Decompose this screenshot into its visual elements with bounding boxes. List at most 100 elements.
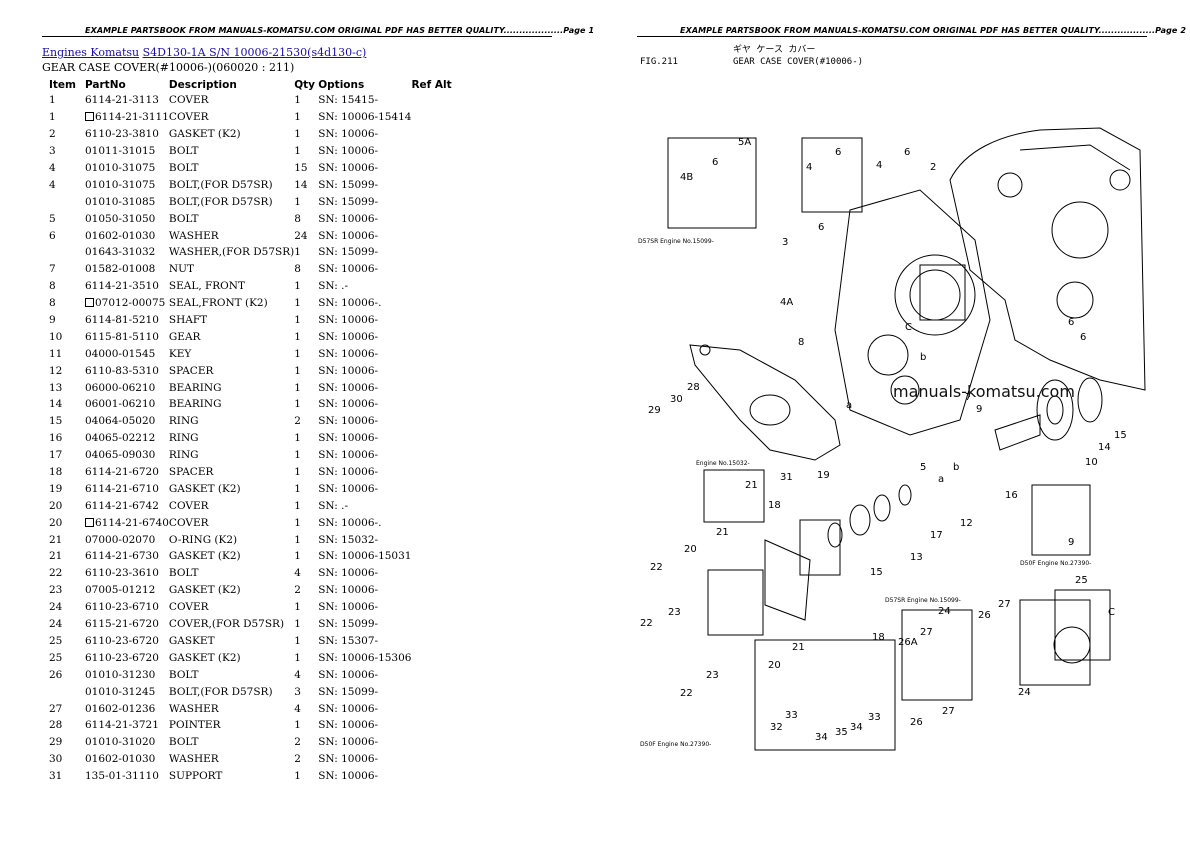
row-partno-text: 06000-06210: [85, 381, 156, 394]
row-item-text: 15: [49, 415, 63, 428]
row-item: 2: [42, 126, 85, 143]
svg-text:24: 24: [938, 606, 951, 617]
row-qty: 1: [294, 514, 318, 531]
svg-text:7: 7: [965, 392, 971, 403]
row-options-text: SN: 10006-15031: [318, 550, 412, 563]
row-qty-text: 1: [294, 466, 301, 479]
row-qty-text: 1: [294, 719, 301, 732]
row-description-text: GASKET (K2): [168, 550, 241, 563]
row-description: COVER: [169, 109, 294, 126]
row-partno-text: 6114-21-6730: [85, 550, 159, 563]
figure-title-jp: ギヤ ケース カバー: [733, 45, 816, 55]
checkbox-icon: [85, 298, 94, 308]
row-qty-text: 1: [294, 634, 301, 647]
row-item-text: 20: [49, 516, 63, 529]
row-ref-alt: [411, 480, 471, 497]
row-partno-text: 01010-31075: [85, 178, 156, 191]
row-partno-text: 01010-31085: [85, 195, 156, 208]
row-qty-text: 8: [294, 212, 301, 225]
row-item-text: 30: [49, 753, 63, 766]
row-options-text: SN: 10006-: [318, 567, 379, 580]
breadcrumb-engines-link[interactable]: Engines Komatsu: [42, 46, 140, 59]
row-options: SN: 10006-: [318, 227, 411, 244]
row-partno: 6114-21-6720: [85, 464, 169, 481]
row-partno-text: 6114-21-3721: [85, 719, 159, 732]
row-options: SN: 10006-: [318, 379, 411, 396]
row-description: COVER: [169, 497, 294, 514]
row-description: WASHER: [169, 751, 294, 768]
row-description-text: POINTER: [168, 719, 221, 732]
row-ref-alt: [411, 193, 471, 210]
row-description: WASHER,(FOR D57SR): [169, 244, 294, 261]
row-ref-alt: [411, 565, 471, 582]
row-options-text: SN: 10006-: [318, 482, 379, 495]
row-options: SN: 10006-: [318, 464, 411, 481]
row-item: 24: [42, 616, 85, 633]
row-partno-text: 01010-31075: [85, 162, 156, 174]
row-description: SEAL,FRONT (K2): [169, 295, 294, 312]
row-partno-text: 04000-01545: [85, 347, 156, 360]
row-options: SN: 10006-: [318, 768, 411, 785]
row-qty: 24: [294, 227, 318, 244]
row-description-text: GASKET: [168, 634, 215, 647]
row-item-text: 26: [49, 668, 63, 681]
row-qty-text: 1: [294, 297, 301, 310]
svg-text:b: b: [920, 352, 926, 363]
row-qty: 1: [294, 548, 318, 565]
row-qty-text: 1: [294, 330, 301, 343]
row-partno: 6115-81-5110: [85, 328, 169, 345]
row-options: SN: 10006-: [318, 362, 411, 379]
row-partno: 06001-06210: [85, 396, 169, 413]
row-description: SHAFT: [169, 312, 294, 329]
row-partno-text: 6110-23-6720: [85, 634, 159, 647]
row-qty-text: 1: [294, 280, 301, 293]
row-partno-text: 6110-23-3610: [85, 567, 159, 580]
row-description-text: COVER: [168, 111, 209, 124]
gear-shaft-drawing: [994, 377, 1103, 451]
row-ref-alt: [411, 683, 471, 700]
svg-text:22: 22: [650, 562, 663, 573]
checkbox-icon: [85, 112, 94, 122]
row-qty: 1: [294, 295, 318, 312]
row-ref-alt: [411, 599, 471, 616]
row-item-text: 6: [49, 229, 56, 242]
row-options: SN: 10006-: [318, 751, 411, 768]
row-partno-text: 6114-21-6710: [85, 482, 159, 495]
row-ref-alt: [411, 396, 471, 413]
row-description-text: SUPPORT: [168, 770, 223, 783]
row-qty: 1: [294, 464, 318, 481]
svg-text:29: 29: [648, 405, 661, 416]
row-ref-alt: [411, 447, 471, 464]
row-description-text: BOLT,(FOR D57SR): [168, 685, 273, 698]
svg-text:30: 30: [670, 394, 683, 405]
row-ref-alt: [411, 92, 471, 109]
row-qty-text: 4: [294, 668, 301, 681]
inset-caption-15032: Engine No.15032-: [696, 460, 750, 467]
svg-text:10: 10: [1085, 457, 1098, 468]
row-options-text: SN: 10006-: [318, 212, 379, 225]
row-item: 23: [42, 582, 85, 599]
row-partno-text: 04064-05020: [85, 415, 156, 428]
row-item-text: 1: [49, 94, 56, 107]
row-ref-alt: [411, 160, 471, 177]
row-qty: 8: [294, 261, 318, 278]
row-partno: 07000-02070: [85, 531, 169, 548]
svg-text:32: 32: [770, 722, 783, 733]
row-options: SN: 10006-: [318, 345, 411, 362]
row-ref-alt: [411, 379, 471, 396]
row-qty-text: 8: [294, 263, 301, 276]
row-description-text: COVER: [168, 516, 209, 529]
row-description-text: RING: [168, 432, 199, 445]
row-qty: 1: [294, 109, 318, 126]
row-qty-text: 2: [294, 753, 301, 766]
row-ref-alt: [411, 362, 471, 379]
breadcrumb-model-link[interactable]: S4D130-1A S/N 10006-21530(s4d130-c): [142, 46, 367, 59]
row-partno: 01643-31032: [85, 244, 169, 261]
